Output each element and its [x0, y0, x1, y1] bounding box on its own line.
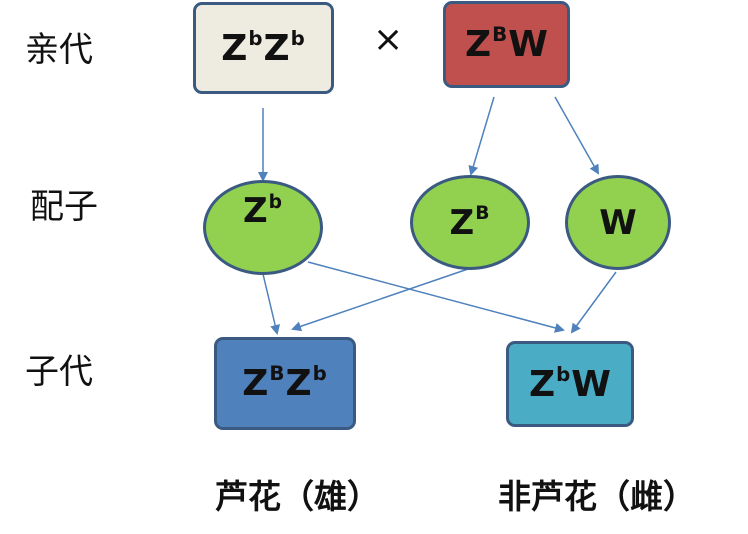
label-offspring: 子代: [25, 352, 93, 392]
genotype-text: ZbW: [529, 362, 611, 405]
genotype-text: ZBZb: [242, 362, 327, 404]
arrow-gamete-w-to-offspring-right: [570, 271, 617, 334]
cross-symbol: ×: [373, 19, 404, 60]
label-parents: 亲代: [25, 30, 93, 70]
gamete-w-oval: W: [565, 175, 671, 270]
offspring-female-box: ZbW: [506, 341, 634, 427]
arrow-parent-right-to-gamete-w: [554, 96, 599, 175]
phenotype-female-label: 非芦花（雌）: [498, 477, 696, 516]
gamete-zB-oval: ZB: [410, 175, 530, 270]
gamete-zb-oval: Zb: [203, 180, 323, 275]
arrow-parent-right-to-gamete-zB: [468, 96, 495, 176]
parent-female-box: ZBW: [443, 1, 570, 88]
parent-male-box: ZbZb: [193, 2, 334, 94]
gamete-text: Zb: [242, 191, 283, 231]
genotype-text: ZBW: [465, 23, 548, 65]
label-gametes: 配子: [30, 187, 98, 227]
phenotype-male-label: 芦花（雄）: [215, 477, 380, 516]
arrow-gamete-zb-to-offspring-right: [307, 261, 565, 333]
genotype-text: ZbZb: [221, 26, 305, 69]
gamete-text: ZB: [449, 202, 490, 243]
gamete-text: W: [599, 202, 637, 243]
arrow-gamete-zb-to-offspring-left: [262, 273, 281, 335]
arrow-gamete-zB-to-offspring-left: [291, 268, 469, 332]
offspring-male-box: ZBZb: [214, 337, 356, 430]
